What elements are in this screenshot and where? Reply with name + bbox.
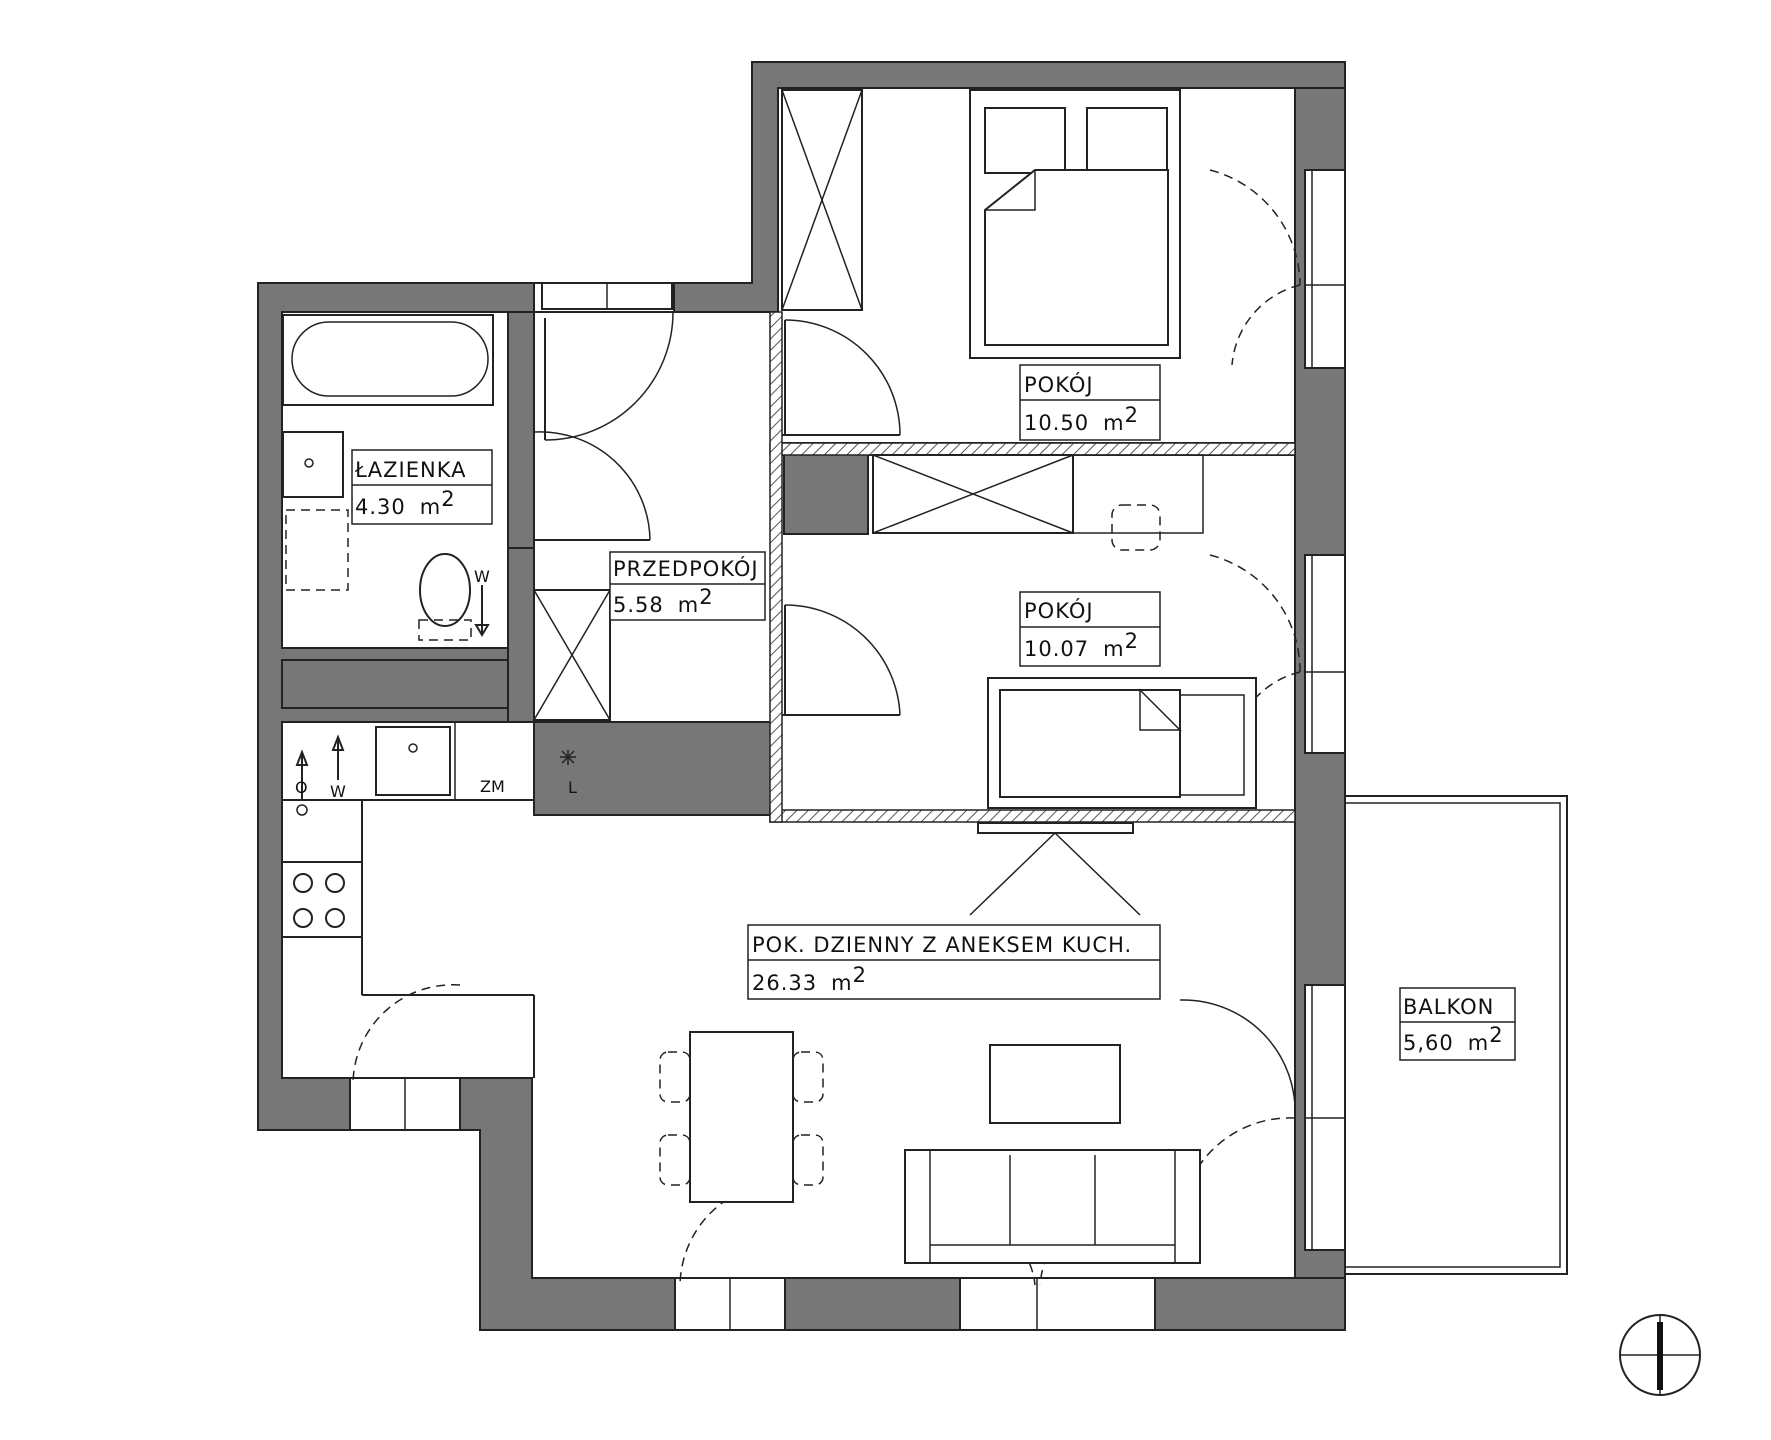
- sofa-icon: [904, 1149, 1201, 1264]
- fixture-labels: W O W ZM L: [295, 567, 577, 801]
- room-name: ŁAZIENKA: [354, 458, 467, 482]
- room-unit: m: [831, 971, 852, 995]
- desk-chair-icon: [1111, 504, 1161, 551]
- kitchen-o-label: O: [295, 778, 308, 797]
- kitchen-w-label: W: [330, 782, 346, 801]
- kitchen-fixtures: [281, 722, 576, 1078]
- bathroom-fixtures: [282, 314, 494, 641]
- room-unit-sup: 2: [441, 487, 455, 511]
- room-label-pokoj-2: POKÓJ 10.07 m2: [1019, 591, 1161, 667]
- room-area: 10.07: [1024, 637, 1089, 661]
- room-name: POK. DZIENNY Z ANEKSEM KUCH.: [752, 933, 1132, 957]
- room-label-przedpokoj: PRZEDPOKÓJ 5.58 m2: [609, 551, 766, 621]
- room-unit: m: [1103, 411, 1124, 435]
- room-name: POKÓJ: [1024, 598, 1094, 623]
- wardrobes: [533, 89, 1074, 721]
- living-furniture: [659, 822, 1201, 1264]
- room-area: 5.58: [613, 593, 664, 617]
- bathtub-icon: [282, 314, 494, 406]
- room-unit-sup: 2: [699, 585, 713, 609]
- compass-icon: [1619, 1314, 1701, 1396]
- room-unit-sup: 2: [1489, 1023, 1503, 1047]
- room-label-lazienka: ŁAZIENKA 4.30 m2: [351, 449, 493, 525]
- bedroom-2-furniture: [987, 454, 1257, 809]
- fridge-label: ZM: [480, 777, 505, 796]
- toilet-icon: [419, 553, 471, 627]
- room-label-dzienny: POK. DZIENNY Z ANEKSEM KUCH. 26.33 m2: [747, 924, 1161, 1000]
- dishwasher-label: L: [568, 778, 577, 797]
- bedroom-1-furniture: [969, 89, 1181, 359]
- room-name: POKÓJ: [1024, 372, 1094, 397]
- balcony: [1344, 795, 1568, 1275]
- room-area: 10.50: [1024, 411, 1089, 435]
- sink-icon: [375, 726, 451, 796]
- room-unit: m: [678, 593, 699, 617]
- tv-icon: [977, 822, 1134, 834]
- room-area: 26.33: [752, 971, 817, 995]
- cooktop-icon: [281, 861, 363, 938]
- room-unit-sup: 2: [1125, 629, 1139, 653]
- room-label-pokoj-1: POKÓJ 10.50 m2: [1019, 364, 1161, 441]
- room-unit: m: [1468, 1031, 1489, 1055]
- room-unit-sup: 2: [853, 963, 867, 987]
- room-name: PRZEDPOKÓJ: [613, 556, 759, 581]
- room-unit-sup: 2: [1125, 403, 1139, 427]
- windows: [349, 169, 1346, 1331]
- room-label-balkon: BALKON 5,60 m2: [1399, 987, 1516, 1061]
- room-area: 4.30: [355, 495, 406, 519]
- room-unit: m: [1103, 637, 1124, 661]
- room-area: 5,60: [1403, 1031, 1454, 1055]
- bathroom-water-label: W: [474, 567, 490, 586]
- dining-table-icon: [689, 1031, 794, 1203]
- room-unit: m: [420, 495, 441, 519]
- room-name: BALKON: [1403, 995, 1494, 1019]
